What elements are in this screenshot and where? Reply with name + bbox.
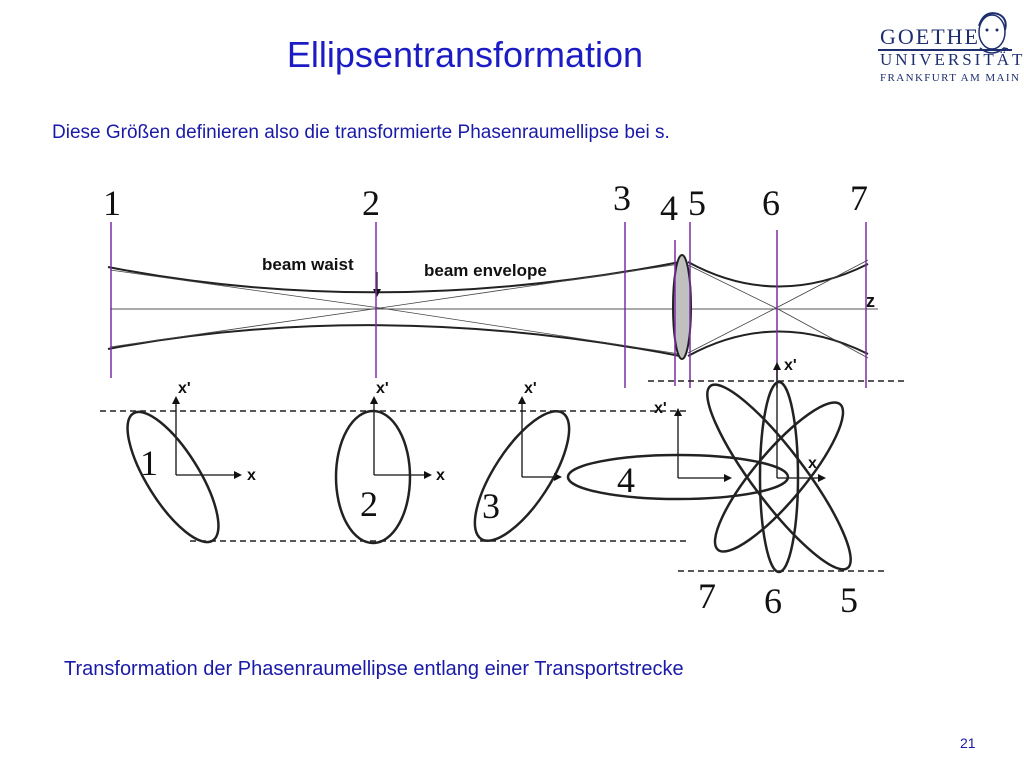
beam-envelope-upper <box>107 261 681 294</box>
axis-labels: x' x x' x x' x' x' x <box>178 357 817 484</box>
focusing-lens <box>672 254 692 360</box>
ellipse-number-6: 6 <box>764 581 782 621</box>
axis-label-xprime-2: x' <box>376 380 389 397</box>
ellipse-5 <box>713 401 845 553</box>
ellipse-7 <box>706 383 852 571</box>
logo-line-goethe: GOETHE <box>880 24 980 49</box>
ellipse-number-5: 5 <box>840 580 858 620</box>
ellipse-1 <box>126 410 220 544</box>
phase-space-axes <box>172 362 826 482</box>
position-number-3: 3 <box>613 178 631 218</box>
position-number-2: 2 <box>362 183 380 223</box>
position-number-6: 6 <box>762 183 780 223</box>
caption-text: Transformation der Phasenraumellipse ent… <box>64 658 684 680</box>
position-number-4: 4 <box>660 188 678 228</box>
logo-divider <box>878 49 1012 51</box>
ellipse-number-1: 1 <box>140 443 158 483</box>
ellipse-number-4: 4 <box>617 460 635 500</box>
ellipse-3 <box>473 410 571 542</box>
position-number-7: 7 <box>850 178 868 218</box>
axis-label-x-2: x <box>436 467 445 484</box>
position-markers <box>110 222 867 388</box>
axis-label-xprime-1: x' <box>178 380 191 397</box>
position-numbers: 1 2 3 4 5 6 7 <box>103 178 868 228</box>
ellipse-number-2: 2 <box>360 484 378 524</box>
beam-trajectory-lower <box>109 307 681 355</box>
position-number-5: 5 <box>688 183 706 223</box>
ellipse-4 <box>566 453 790 501</box>
beam-envelope-label: beam envelope <box>424 261 547 280</box>
ellipse-number-3: 3 <box>482 486 500 526</box>
axis-label-x-6: x <box>808 455 817 472</box>
focus-trajectory-upper <box>687 259 869 309</box>
beam-waist-label: beam waist <box>262 255 354 274</box>
logo-line-universitaet: UNIVERSITÄT <box>880 50 1024 69</box>
axis-label-xprime-6: x' <box>784 357 797 374</box>
logo-line-frankfurt: FRANKFURT AM MAIN <box>880 72 1021 84</box>
axis-label-xprime-3: x' <box>524 380 537 397</box>
z-axis-label: z <box>866 291 875 311</box>
page-title: Ellipsentransformation <box>286 34 644 75</box>
phase-space-ellipses <box>126 380 852 574</box>
ellipse-6 <box>758 380 800 574</box>
subtitle-text: Diese Größen definieren also die transfo… <box>52 122 670 143</box>
ellipse-numbers: 1 2 3 4 7 6 5 <box>140 443 858 621</box>
position-number-1: 1 <box>103 183 121 223</box>
focus-trajectory-lower <box>687 307 869 359</box>
ellipse-2 <box>334 409 412 545</box>
beam-diagram: beam waist beam envelope z <box>107 254 878 360</box>
axis-label-xprime-4: x' <box>654 400 667 417</box>
ellipse-number-7: 7 <box>698 576 716 616</box>
axis-label-x-1: x <box>247 467 256 484</box>
university-logo: GOETHE UNIVERSITÄT FRANKFURT AM MAIN <box>876 8 1022 90</box>
page-number: 21 <box>960 735 976 751</box>
beam-envelope-lower <box>107 324 681 357</box>
dashed-boundaries <box>100 380 906 572</box>
beam-trajectory-upper <box>109 263 681 309</box>
